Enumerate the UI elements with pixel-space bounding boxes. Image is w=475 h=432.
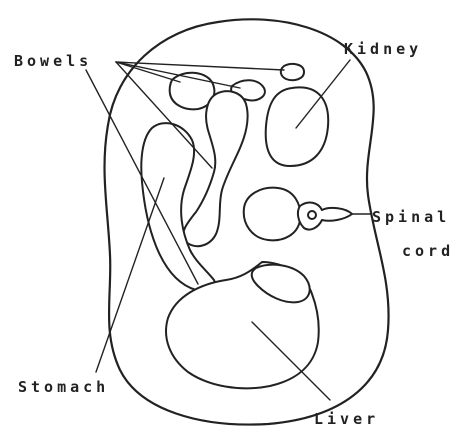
bowel-loop-small-right: [281, 64, 304, 80]
leader-bowels-to-small-loop: [116, 62, 284, 70]
bowel-long-winding: [183, 91, 248, 246]
label-kidney: Kidney: [344, 40, 422, 58]
label-stomach: Stomach: [18, 378, 109, 396]
spinal-cord-process: [298, 203, 352, 230]
label-liver: Liver: [314, 410, 379, 428]
vertebra-body: [244, 188, 301, 241]
spinal-canal: [308, 211, 316, 219]
label-cord: cord: [402, 242, 454, 260]
label-bowels: Bowels: [14, 52, 92, 70]
label-spinal: Spinal: [372, 208, 450, 226]
